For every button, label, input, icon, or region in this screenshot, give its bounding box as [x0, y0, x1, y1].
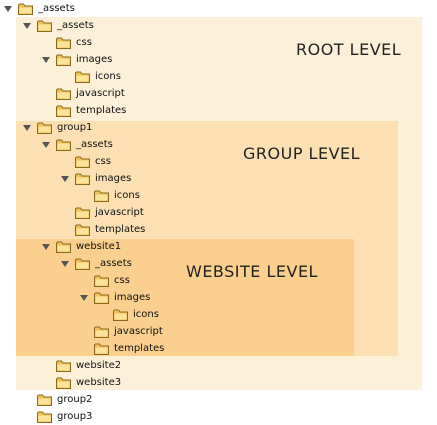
tree-item-label: images: [95, 173, 132, 184]
folder-icon: [56, 88, 71, 100]
tree-item-group3[interactable]: group3: [22, 408, 92, 425]
tree-item-label: javascript: [76, 88, 125, 99]
folder-icon: [75, 258, 90, 270]
tree-item-website2[interactable]: website2: [41, 357, 121, 374]
tree-item-templates[interactable]: templates: [79, 340, 164, 357]
tree-item-label: templates: [114, 343, 165, 354]
expand-arrow-icon[interactable]: [22, 21, 32, 31]
tree-item-assets[interactable]: _assets: [22, 17, 94, 34]
folder-icon: [94, 190, 109, 202]
tree-item-javascript[interactable]: javascript: [41, 85, 125, 102]
tree-item-icons[interactable]: icons: [79, 187, 140, 204]
folder-icon: [94, 343, 109, 355]
folder-icon: [75, 156, 90, 168]
tree-item-label: icons: [114, 190, 140, 201]
tree-item-javascript[interactable]: javascript: [79, 323, 163, 340]
folder-icon: [56, 37, 71, 49]
tree-item-label: group2: [57, 394, 93, 405]
tree-item-group2[interactable]: group2: [22, 391, 92, 408]
expand-arrow-icon[interactable]: [22, 123, 32, 133]
tree-item-css[interactable]: css: [41, 34, 92, 51]
folder-icon: [37, 394, 52, 406]
tree-item-label: website1: [76, 241, 122, 252]
folder-icon: [56, 54, 71, 66]
tree-item-label: _assets: [76, 139, 113, 150]
website-level-label: WEBSITE LEVEL: [186, 262, 318, 281]
folder-icon: [37, 411, 52, 423]
tree-item-javascript[interactable]: javascript: [60, 204, 144, 221]
expand-arrow-icon[interactable]: [60, 174, 70, 184]
tree-item-label: javascript: [95, 207, 144, 218]
tree-item-label: _assets: [95, 258, 132, 269]
expand-arrow-icon[interactable]: [60, 259, 70, 269]
tree-item-label: css: [95, 156, 111, 167]
tree-item-icons[interactable]: icons: [98, 306, 159, 323]
folder-icon: [75, 173, 90, 185]
expand-arrow-icon[interactable]: [41, 55, 51, 65]
folder-icon: [56, 360, 71, 372]
folder-icon: [94, 275, 109, 287]
tree-item-icons[interactable]: icons: [60, 68, 121, 85]
tree-item-css[interactable]: css: [79, 272, 130, 289]
tree-item-templates[interactable]: templates: [60, 221, 145, 238]
tree-item-label: templates: [76, 105, 127, 116]
tree-item-label: _assets: [57, 20, 94, 31]
folder-icon: [37, 20, 52, 32]
tree-item-label: website3: [76, 377, 122, 388]
tree-item-label: images: [76, 54, 113, 65]
folder-icon: [75, 71, 90, 83]
tree-item-label: website2: [76, 360, 122, 371]
tree-item-assets[interactable]: _assets: [41, 136, 113, 153]
root-level-label: ROOT LEVEL: [296, 40, 402, 59]
folder-icon: [56, 241, 71, 253]
tree-item-label: images: [114, 292, 151, 303]
expand-arrow-icon[interactable]: [3, 4, 13, 14]
tree-item-label: templates: [95, 224, 146, 235]
tree-item-assets[interactable]: _assets: [3, 0, 75, 17]
tree-item-images[interactable]: images: [41, 51, 112, 68]
folder-icon: [75, 224, 90, 236]
tree-item-label: css: [76, 37, 92, 48]
tree-item-website3[interactable]: website3: [41, 374, 121, 391]
folder-icon: [56, 377, 71, 389]
group-level-label: GROUP LEVEL: [243, 144, 361, 163]
folder-icon: [18, 3, 33, 15]
tree-item-images[interactable]: images: [79, 289, 150, 306]
tree-item-label: icons: [95, 71, 121, 82]
folder-icon: [94, 326, 109, 338]
expand-arrow-icon[interactable]: [79, 293, 89, 303]
folder-icon: [56, 105, 71, 117]
expand-arrow-icon[interactable]: [41, 242, 51, 252]
folder-icon: [56, 139, 71, 151]
tree-item-label: _assets: [38, 3, 75, 14]
folder-icon: [94, 292, 109, 304]
tree-item-website1[interactable]: website1: [41, 238, 121, 255]
tree-item-templates[interactable]: templates: [41, 102, 126, 119]
tree-item-label: group1: [57, 122, 93, 133]
tree-item-css[interactable]: css: [60, 153, 111, 170]
expand-arrow-icon[interactable]: [41, 140, 51, 150]
folder-icon: [37, 122, 52, 134]
tree-item-group1[interactable]: group1: [22, 119, 92, 136]
tree-item-label: icons: [133, 309, 159, 320]
tree-item-label: css: [114, 275, 130, 286]
folder-icon: [75, 207, 90, 219]
folder-icon: [113, 309, 128, 321]
tree-item-label: group3: [57, 411, 93, 422]
tree-item-images[interactable]: images: [60, 170, 131, 187]
tree-item-assets[interactable]: _assets: [60, 255, 132, 272]
website-level-region: [16, 239, 354, 356]
tree-item-label: javascript: [114, 326, 163, 337]
